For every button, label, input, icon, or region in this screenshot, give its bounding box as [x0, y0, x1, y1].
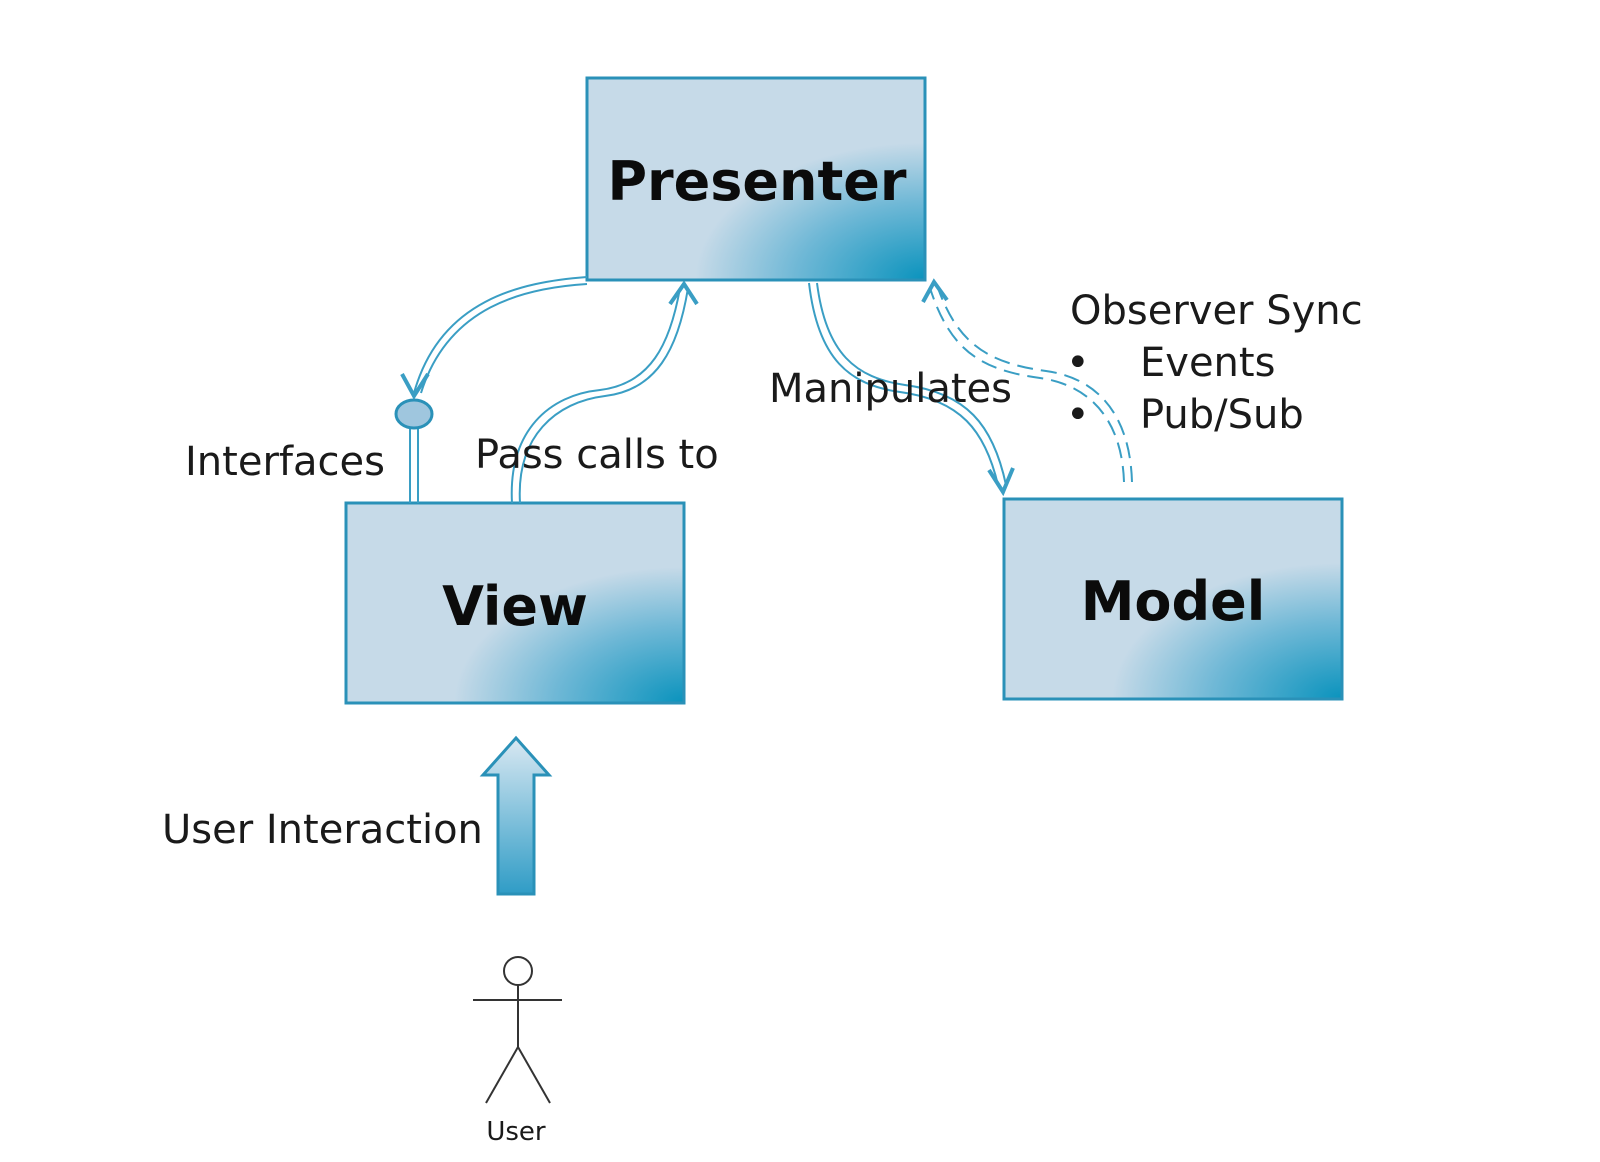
user-interaction-label: User Interaction	[162, 807, 483, 853]
user-interaction-arrow-icon	[479, 735, 553, 896]
presenter-label: Presenter	[607, 150, 906, 213]
observer-bullet-2: •	[1066, 392, 1090, 438]
observer-sync-title: Observer Sync	[1070, 288, 1363, 334]
observer-item-pubsub: Pub/Sub	[1140, 392, 1304, 438]
user-stick-figure-icon	[473, 956, 562, 1104]
observer-bullet-1: •	[1066, 340, 1090, 386]
manipulates-label: Manipulates	[769, 366, 1012, 412]
model-to-presenter-dashed-arrow	[921, 278, 1133, 483]
user-label: User	[486, 1117, 546, 1147]
observer-sync-note: Observer Sync • Events • Pub/Sub	[1066, 288, 1363, 438]
observer-item-events: Events	[1140, 340, 1275, 386]
presenter-box: Presenter	[585, 76, 927, 282]
model-label: Model	[1081, 570, 1266, 633]
interfaces-label: Interfaces	[185, 439, 385, 485]
pass-calls-to-label: Pass calls to	[475, 432, 719, 478]
interface-connector	[409, 427, 419, 503]
presenter-to-model-arrow	[808, 282, 1015, 497]
view-box: View	[344, 501, 686, 705]
model-box: Model	[1002, 497, 1344, 701]
view-label: View	[442, 575, 588, 638]
interface-lollipop-icon	[394, 398, 434, 430]
presenter-to-interface-arrow	[400, 276, 588, 400]
view-to-presenter-arrow	[510, 280, 699, 504]
